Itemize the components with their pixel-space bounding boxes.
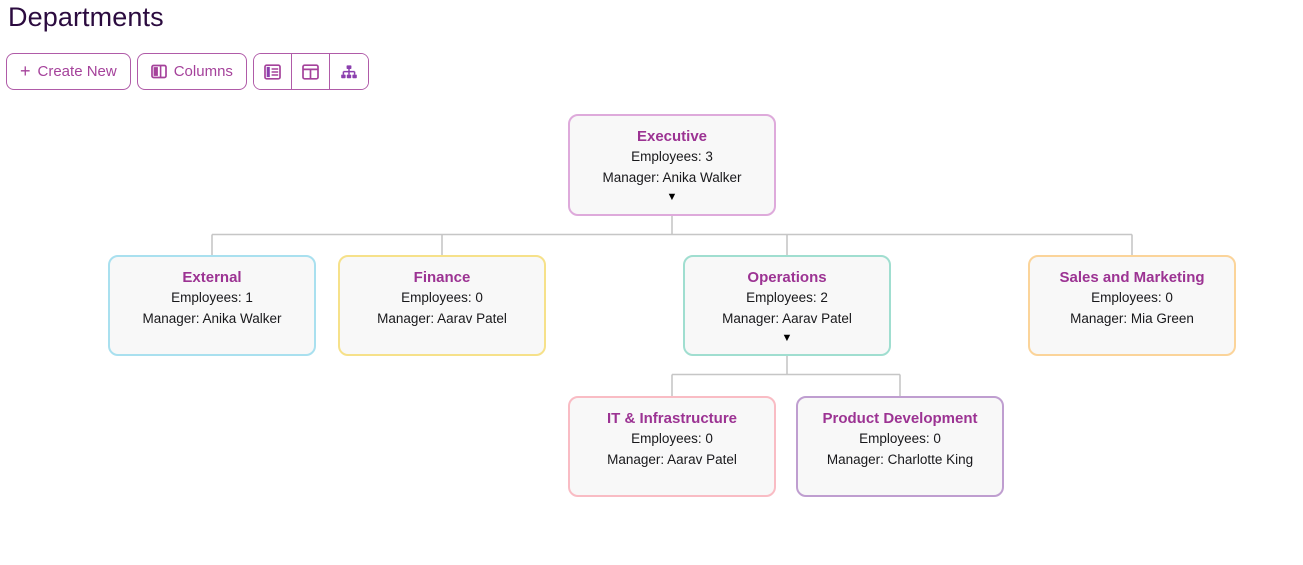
org-node-title: IT & Infrastructure [606,410,738,427]
plus-icon: + [20,61,31,81]
org-node-manager: Manager: Aarav Patel [607,451,737,467]
list-view-button[interactable] [253,54,292,89]
org-node-employees: Employees: 0 [859,430,941,446]
grid-view-button[interactable] [291,54,330,89]
org-node-title: Product Development [822,410,978,427]
org-node-manager: Manager: Charlotte King [826,451,974,467]
columns-label: Columns [173,63,233,80]
org-node-employees: Employees: 2 [746,289,828,305]
create-new-button[interactable]: + Create New [6,53,131,90]
page-title: Departments [8,2,164,32]
org-node-employees: Employees: 3 [631,148,713,164]
list-view-icon [264,63,281,80]
org-chart-view-button[interactable] [329,54,368,89]
view-mode-group [252,53,369,90]
org-node-employees: Employees: 0 [401,289,483,305]
org-node-manager: Manager: Anika Walker [142,310,282,326]
org-node-manager: Manager: Aarav Patel [722,310,852,326]
org-node-title: External [182,269,242,286]
toolbar: + Create New Columns [6,53,369,90]
org-node-title: Finance [413,269,471,286]
columns-layout-icon [150,64,167,79]
create-new-label: Create New [37,63,117,80]
org-node-manager: Manager: Aarav Patel [377,310,507,326]
org-node-employees: Employees: 1 [171,289,253,305]
org-node-title: Executive [636,128,708,145]
org-node-employees: Employees: 0 [631,430,713,446]
org-node-collapse-toggle-icon[interactable]: ▼ [781,331,793,344]
org-node-collapse-toggle-icon[interactable]: ▼ [666,190,678,203]
org-node-employees: Employees: 0 [1091,289,1173,305]
columns-button[interactable]: Columns [136,53,247,90]
org-chart-icon [340,64,358,80]
org-node-manager: Manager: Anika Walker [602,169,742,185]
org-node-manager: Manager: Mia Green [1070,310,1194,326]
org-node-title: Sales and Marketing [1059,269,1205,286]
grid-view-icon [302,63,319,80]
org-node-title: Operations [747,269,827,286]
